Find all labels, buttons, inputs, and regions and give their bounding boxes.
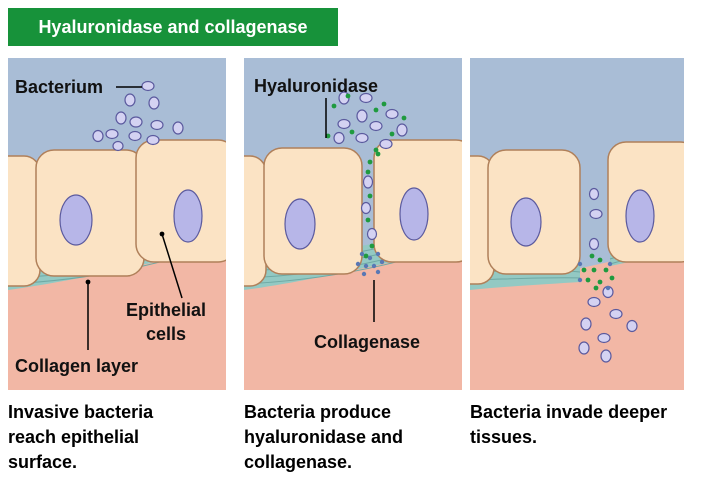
bacterium (355, 132, 369, 144)
nucleus (625, 189, 655, 243)
panel-stage-3 (470, 58, 684, 390)
bacterium (588, 237, 600, 251)
bacterium (356, 109, 368, 123)
panel-stage-2: Hyaluronidase Collagenase (244, 58, 462, 390)
bacterium (105, 128, 119, 140)
bacterium (172, 121, 184, 135)
bacterium (578, 341, 590, 355)
cells-label: cells (146, 324, 186, 344)
bacterium (115, 111, 127, 125)
bacterium (124, 93, 136, 107)
bacterium (609, 308, 623, 320)
caption-panel-2: Bacteria produce hyaluronidase and colla… (244, 402, 404, 472)
bacterium (146, 134, 160, 146)
epithelial-cell (244, 155, 267, 287)
bacterium (379, 138, 393, 150)
bacterium (588, 187, 600, 201)
nucleus (59, 194, 93, 246)
hyaluronidase-label: Hyaluronidase (254, 76, 378, 96)
nucleus (399, 187, 429, 241)
bacterium (626, 319, 638, 333)
bacterium (600, 349, 612, 363)
bacterium (587, 296, 601, 308)
bacterium (360, 201, 372, 215)
bacterium-label: Bacterium (15, 77, 103, 97)
epithelial-label: Epithelial (126, 300, 206, 320)
epithelial-cell (8, 155, 41, 287)
bacterium (129, 116, 143, 128)
bacterium (580, 317, 592, 331)
bacterium (150, 119, 164, 131)
epithelial-pointer (161, 233, 183, 299)
bacterium (597, 332, 611, 344)
caption-panel-3: Bacteria invade deeper tissues. (470, 402, 668, 447)
panel-stage-1: Bacterium Epithelial cells Collagen laye… (8, 58, 226, 390)
nucleus (510, 197, 542, 247)
bacterium (148, 96, 160, 110)
collagen-layer-label: Collagen layer (15, 356, 138, 376)
bacterium (112, 140, 124, 152)
bacterium (396, 123, 408, 137)
nucleus (284, 198, 316, 250)
bacterium (333, 131, 345, 145)
bacterium (369, 120, 383, 132)
title-badge: Hyaluronidase and collagenase (8, 8, 338, 46)
caption-panel-1: Invasive bacteria reach epithelial surfa… (8, 402, 154, 472)
bacterium (337, 118, 351, 130)
bacterium (141, 80, 155, 92)
nucleus (173, 189, 203, 243)
bacterium (385, 108, 399, 120)
bacterium (589, 208, 603, 220)
bacterium (362, 175, 374, 189)
bacterium (366, 227, 378, 241)
bacterium (359, 92, 373, 104)
bacterium (128, 130, 142, 142)
collagenase-label: Collagenase (314, 332, 420, 352)
bacterium (92, 129, 104, 143)
